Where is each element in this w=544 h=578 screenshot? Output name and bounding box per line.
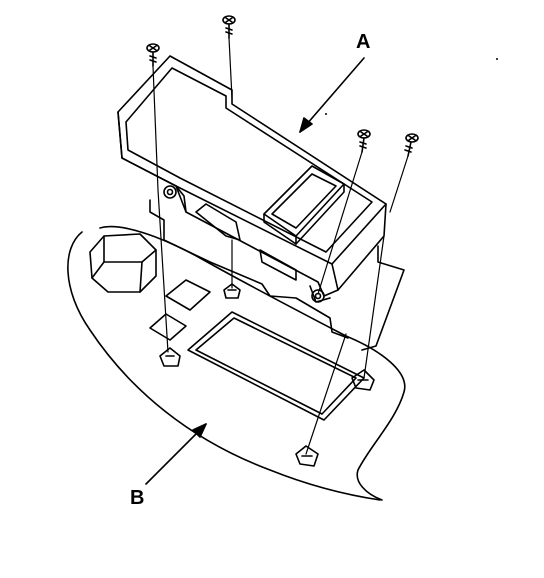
mounting-ear-left xyxy=(163,185,177,199)
switch-panel-top-face xyxy=(117,55,387,265)
alignment-line xyxy=(389,155,409,213)
mounting-bracket-right xyxy=(361,245,405,351)
console-panel-outline xyxy=(67,231,381,501)
console-square-opening xyxy=(149,313,187,341)
speck xyxy=(325,113,327,115)
switch-panel-underside-tab xyxy=(195,203,241,241)
leader-arrow-a xyxy=(299,57,365,133)
clip-nut-icon xyxy=(223,283,241,299)
alignment-line xyxy=(317,151,363,295)
alignment-line xyxy=(363,235,385,379)
switch-button xyxy=(263,165,345,237)
screw-icon xyxy=(357,129,371,153)
screw-icon xyxy=(222,15,236,39)
clip-nut-icon xyxy=(295,445,319,467)
switch-panel-inner-rim xyxy=(125,67,373,253)
screw-icon xyxy=(404,133,419,157)
console-small-opening xyxy=(165,279,211,311)
alignment-line xyxy=(305,333,347,455)
console-cup-block xyxy=(89,233,157,293)
console-large-opening xyxy=(187,311,365,421)
console-panel xyxy=(67,225,406,501)
clip-nut-icon xyxy=(159,347,181,367)
alignment-line xyxy=(152,65,169,353)
alignment-line xyxy=(228,37,233,99)
fasteners xyxy=(146,15,419,455)
label-a: A xyxy=(356,31,371,53)
screw-icon xyxy=(146,43,160,67)
console-panel-right-edge xyxy=(345,335,406,501)
leader-arrow-b xyxy=(145,423,207,485)
speck xyxy=(496,58,498,60)
switch-panel-assembly xyxy=(117,55,387,303)
clip-nut-icon xyxy=(351,369,375,391)
label-b: B xyxy=(130,487,145,509)
